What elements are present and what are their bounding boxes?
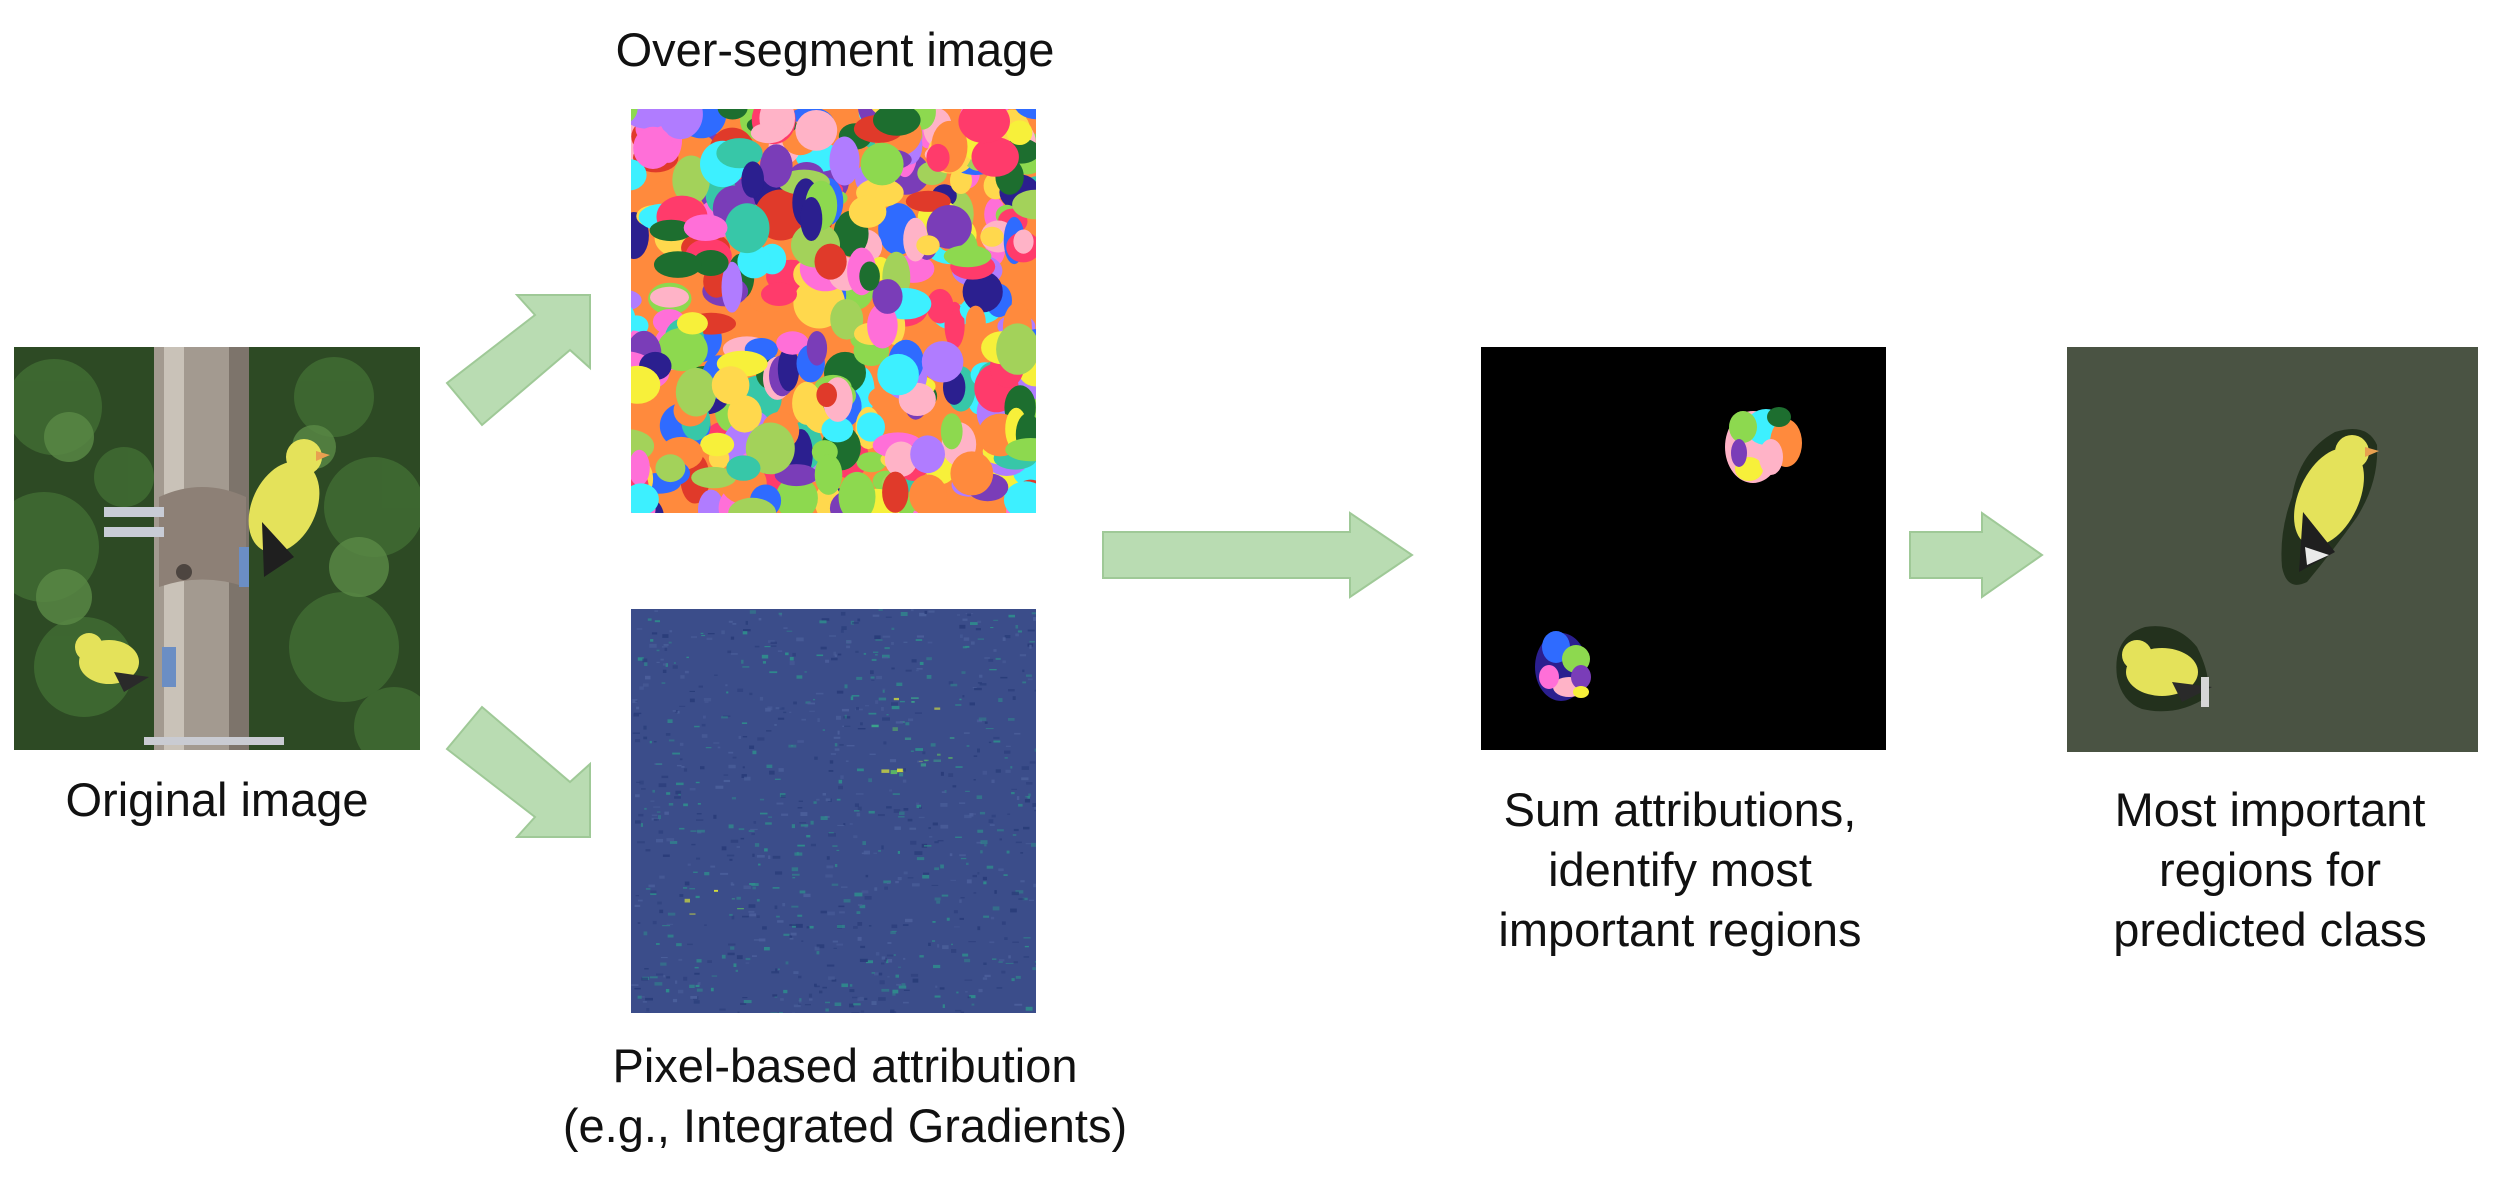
sum-attributions-label: Sum attributions, identify most importan… bbox=[1440, 780, 1920, 960]
original-image bbox=[14, 347, 420, 750]
pixel-attribution-label-line1: Pixel-based attribution bbox=[612, 1039, 1078, 1092]
attribution-mask-image bbox=[1481, 347, 1886, 750]
arrow-down-right-icon bbox=[445, 705, 591, 838]
sum-attributions-label-line3: important regions bbox=[1498, 903, 1862, 956]
bird-top-cutout bbox=[2281, 428, 2379, 585]
most-important-label-line3: predicted class bbox=[2113, 903, 2427, 956]
arrow-up-right-icon bbox=[445, 294, 591, 427]
pixel-attribution-image bbox=[631, 609, 1036, 1013]
original-image-label: Original image bbox=[65, 773, 369, 826]
arrow-right-small-icon bbox=[1909, 511, 2044, 599]
most-important-label-line2: regions for bbox=[2158, 843, 2382, 896]
top-region-blobs bbox=[1725, 407, 1802, 483]
oversegment-label: Over-segment image bbox=[615, 23, 1055, 76]
pixel-attribution-label: Pixel-based attribution (e.g., Integrate… bbox=[470, 1036, 1220, 1156]
important-regions-image bbox=[2067, 347, 2478, 752]
sum-attributions-label-line1: Sum attributions, bbox=[1503, 783, 1857, 836]
most-important-label: Most important regions for predicted cla… bbox=[2030, 780, 2497, 960]
pixel-attribution-label-line2: (e.g., Integrated Gradients) bbox=[562, 1099, 1128, 1152]
bird-bottom-cutout bbox=[2116, 626, 2212, 712]
arrow-right-large-icon bbox=[1102, 511, 1414, 599]
bottom-region-blobs bbox=[1535, 631, 1591, 701]
oversegment-image bbox=[631, 109, 1036, 513]
most-important-label-line1: Most important bbox=[2114, 783, 2426, 836]
sum-attributions-label-line2: identify most bbox=[1548, 843, 1812, 896]
